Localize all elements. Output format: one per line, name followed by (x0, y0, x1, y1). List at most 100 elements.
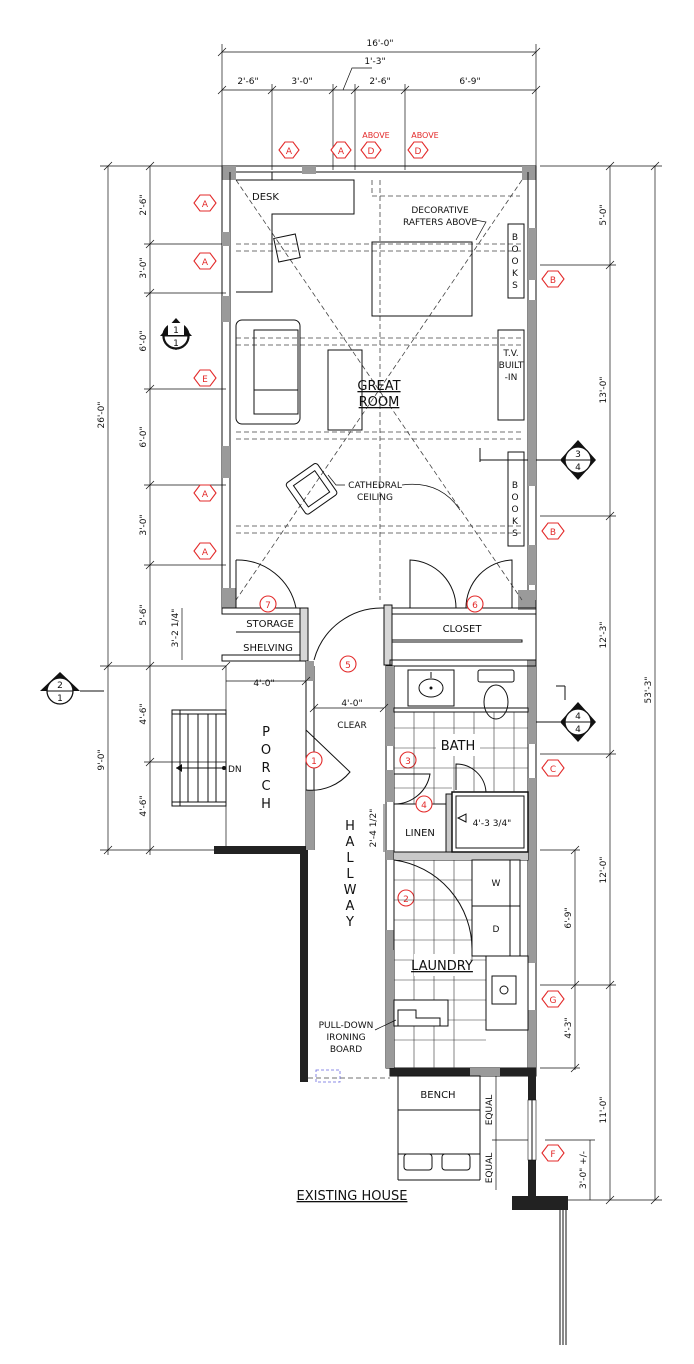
overall-height-left-dim: 26'-0" (97, 401, 107, 428)
lounge-chair (285, 463, 338, 515)
window-tag-top-2: A (338, 147, 345, 157)
right-dim-1: 5'-0" (599, 204, 609, 225)
left-dim-5: 3'-0" (139, 514, 149, 535)
section-marker-1-bottom: 1 (173, 339, 179, 349)
linen-width-dim: 2'-4 1/2" (369, 809, 379, 848)
ironing-board (393, 999, 449, 1027)
closet-doors-swing (409, 559, 513, 609)
laundry-label: LAUNDRY (411, 959, 473, 974)
left-dim-8: 4'-6" (139, 795, 149, 816)
window-tag-left-4: A (202, 490, 209, 500)
rafters-label-2: RAFTERS ABOVE (403, 218, 477, 228)
washer-dryer (471, 859, 521, 957)
bench (397, 1075, 481, 1181)
ironing-label-3: BOARD (330, 1045, 362, 1055)
top-dim-3: 2'-6" (369, 77, 390, 87)
above-label-2: ABOVE (411, 131, 439, 140)
door-tag-circles (259, 595, 484, 907)
sink (407, 669, 455, 707)
right-dim-4: 12'-0" (599, 856, 609, 883)
section-marker-3-bottom: 4 (575, 463, 581, 473)
exterior-walls (214, 165, 568, 1345)
top-small-dim: 1'-3" (364, 57, 385, 67)
door-tag-4: 4 (421, 801, 427, 811)
left-dim-6: 5'-6" (139, 604, 149, 625)
bath-label: BATH (441, 739, 476, 754)
right-dim-2: 13'-0" (599, 376, 609, 403)
window-tag-top-1: A (286, 147, 293, 157)
top-dim-1: 2'-6" (237, 77, 258, 87)
desk-label: DESK (252, 192, 279, 203)
tv-built-in (497, 329, 525, 421)
porch-height-dim: 9'-0" (97, 749, 107, 770)
cathedral-leader-right (401, 483, 461, 511)
bath-label-bg (436, 734, 480, 756)
bath-door-swing (393, 763, 487, 805)
top-window-tags (278, 141, 429, 159)
overall-width-dim: 16'-0" (366, 39, 393, 49)
clear-label: CLEAR (337, 721, 366, 731)
great-room-label-2: ROOM (359, 395, 400, 410)
overall-height-right-dim: 53'-3" (644, 676, 654, 703)
sofa (235, 319, 301, 425)
above-label-1: ABOVE (362, 131, 390, 140)
right-inner-dim-3: 3'-0" +/- (579, 1151, 589, 1189)
right-dimension-lines (530, 161, 662, 1205)
side-table (327, 349, 363, 431)
existing-house-label: EXISTING HOUSE (297, 1189, 408, 1204)
porch-width-dim: 4'-0" (253, 679, 274, 689)
window-tag-right-5: F (550, 1150, 555, 1160)
storage-width-dim: 3'-2 1/4" (171, 609, 181, 648)
tv-label-3: -IN (505, 373, 518, 383)
storage-door-swing (235, 559, 297, 609)
top-dim-2: 3'-0" (291, 77, 312, 87)
laundry-door-swing (393, 859, 473, 951)
closet-label: CLOSET (443, 624, 483, 635)
section-marker-3-top: 3 (575, 450, 581, 460)
laundry-sink (485, 955, 529, 1031)
laundry-label-bg (414, 954, 470, 976)
window-tag-right-4: G (550, 996, 557, 1006)
dn-label: DN (228, 765, 242, 775)
section-marker-1-bg (168, 323, 184, 335)
section-marker-4 (534, 685, 596, 742)
shower-width-dim: 4'-3 3/4" (473, 819, 512, 829)
toilet (477, 669, 515, 720)
door-tag-6: 6 (472, 601, 478, 611)
section-marker-2-top: 2 (57, 681, 63, 691)
bookshelf-lower (507, 451, 525, 547)
clear-dim-tick-1 (309, 703, 319, 713)
left-dim-2: 3'-0" (139, 257, 149, 278)
tv-label-1: T.V. (502, 349, 518, 359)
window-tag-top-3: D (368, 147, 375, 157)
window-tag-left-5: A (202, 548, 209, 558)
ironing-leader (374, 1019, 397, 1031)
right-inner-dim-1: 6'-9" (564, 907, 574, 928)
left-dim-3: 6'-0" (139, 330, 149, 351)
door-tag-3: 3 (405, 757, 411, 767)
section-marker-4-top: 4 (575, 712, 581, 722)
left-window-tags (193, 194, 217, 560)
door-tag-7: 7 (265, 601, 271, 611)
left-dim-7: 4'-6" (139, 703, 149, 724)
window-tag-left-3: E (202, 375, 208, 385)
door-tag-5: 5 (345, 661, 351, 671)
linen-label: LINEN (405, 828, 435, 839)
left-dimension-lines (100, 161, 226, 855)
storage-label: STORAGE (246, 619, 294, 630)
ceiling-lines (235, 179, 523, 601)
right-window-tags (541, 270, 565, 1162)
equal-label-1: EQUAL (485, 1095, 495, 1126)
left-dim-1: 2'-6" (139, 194, 149, 215)
tv-label-2: BUILT (499, 361, 524, 371)
top-dim-4: 6'-9" (459, 77, 480, 87)
shower-valve-icon (456, 813, 467, 823)
cathedral-leader-left (327, 474, 345, 486)
desk (236, 172, 355, 293)
section-marker-2 (40, 672, 104, 705)
rafters-leader (474, 219, 487, 241)
cathedral-label-2: CEILING (357, 493, 393, 503)
